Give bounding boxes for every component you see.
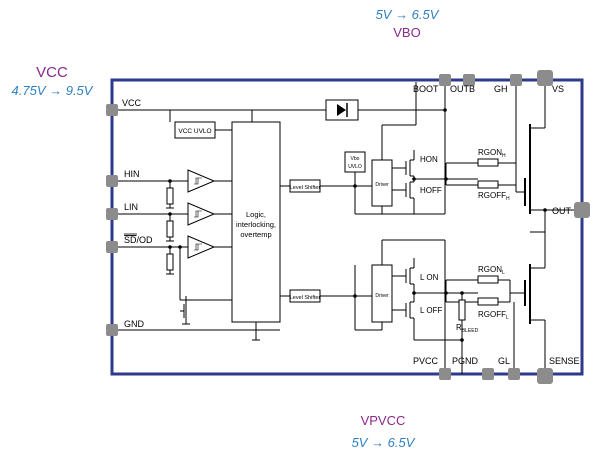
vcc-uvlo-label: VCC UVLO: [178, 128, 211, 135]
out-pin: [574, 202, 590, 218]
vbo-uvlo-line1: Vbo: [351, 156, 360, 162]
logic-label-line1: Logic,: [246, 210, 266, 219]
input-resistors: [166, 187, 174, 271]
driver-high: [371, 159, 393, 207]
pin-label-out: OUT: [552, 206, 572, 216]
rgoff-h-label: RGOFFH: [478, 191, 510, 202]
pin-label-vs: VS: [552, 84, 564, 94]
rgon-h-label: RGONH: [478, 148, 506, 159]
pin-label-pvcc: PVCC: [413, 356, 439, 366]
pin-label-outb: OUTB: [450, 84, 475, 94]
rgon-l-label: RGONL: [478, 265, 505, 276]
left-pins: [106, 104, 118, 336]
rbleed-label: RBLEED: [456, 323, 479, 334]
bottom-pins: [439, 368, 553, 384]
sd-pulldown-fet: [180, 304, 185, 318]
pin-label-boot: BOOT: [413, 84, 439, 94]
rgoff-l-label: RGOFFL: [478, 310, 509, 321]
vpvcc-range-label: 5V → 6.5V: [352, 435, 416, 450]
vbo-uvlo-block: [344, 151, 366, 173]
pin-label-gl: GL: [498, 356, 510, 366]
power-fets: [524, 124, 531, 324]
gate-resistors: [458, 158, 499, 321]
level-shifter-high-label: Level Shifter: [290, 185, 321, 191]
driver-high-label: Driver: [375, 182, 389, 188]
pin-label-pgnd: PGND: [452, 356, 479, 366]
pin-label-sense: SENSE: [549, 356, 580, 366]
ground-symbols: [166, 207, 260, 341]
vcc-name-label: VCC: [36, 64, 68, 81]
hon-label: HON: [420, 155, 438, 164]
driver-low: [371, 264, 393, 323]
pin-label-gh: GH: [494, 84, 508, 94]
vpvcc-name-label: VPVCC: [361, 413, 406, 428]
level-shifter-high: [289, 179, 321, 193]
vbo-range-label: 5V → 6.5V: [376, 7, 440, 22]
level-shifter-low: [289, 289, 321, 303]
loff-label: L OFF: [420, 306, 442, 315]
switches: [405, 159, 414, 319]
logic-block: [231, 121, 281, 323]
pin-label-sd-od: SD/OD: [124, 235, 153, 245]
pin-label-vcc: VCC: [122, 98, 142, 108]
boot-diode-icon: [337, 104, 346, 116]
driver-low-label: Driver: [375, 293, 389, 299]
vbo-name-label: VBO: [393, 25, 420, 40]
top-pins: [439, 70, 553, 86]
hoff-label: HOFF: [420, 186, 442, 195]
vbo-uvlo-line2: UVLO: [348, 164, 362, 170]
pin-label-lin: LIN: [124, 202, 138, 212]
logic-label-line3: overtemp: [240, 230, 271, 239]
pin-label-gnd: GND: [124, 319, 145, 329]
level-shifter-low-label: Level Shifter: [290, 295, 321, 301]
pin-label-hin: HIN: [124, 169, 140, 179]
input-buffers: [187, 169, 216, 259]
logic-label-line2: interlocking,: [236, 220, 276, 229]
lon-label: L ON: [420, 273, 439, 282]
vcc-range-label: 4.75V → 9.5V: [12, 83, 94, 98]
